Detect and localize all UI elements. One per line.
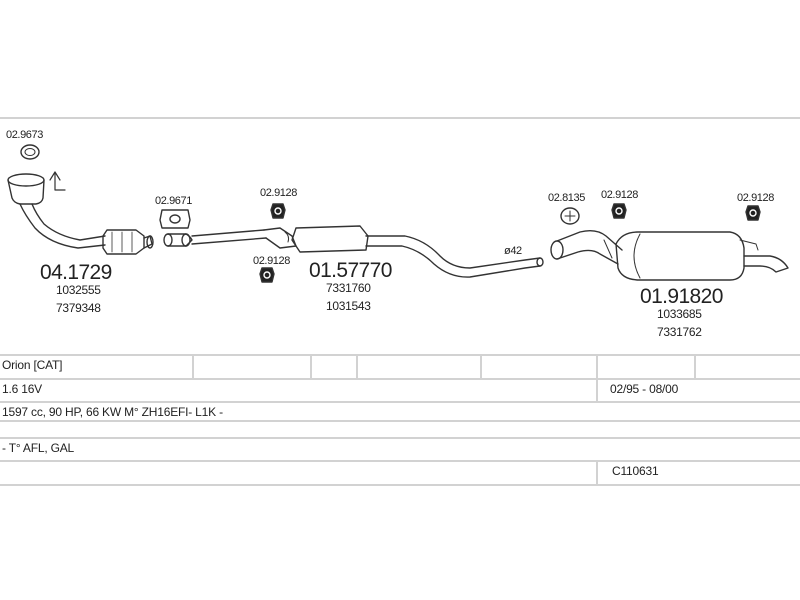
top-border — [0, 117, 800, 119]
pipe-diameter-label: ø42 — [504, 245, 522, 257]
gasket-flange-part — [159, 209, 191, 229]
middle-silencer-part — [263, 225, 544, 278]
notes-cell: - T° AFL, GAL — [2, 441, 75, 455]
front-pipe-part — [7, 173, 154, 255]
spec-cell: 1597 cc, 90 HP, 66 KW M° ZH16EFI- L1K - — [2, 405, 223, 419]
dates-cell: 02/95 - 08/00 — [610, 382, 679, 396]
gasket-ring-part — [20, 144, 40, 160]
rear-silencer-ref-1: 1033685 — [657, 307, 702, 321]
rubber-hanger-part — [270, 203, 286, 219]
connector-pipe-part — [163, 229, 267, 247]
rubber-hanger-part — [745, 205, 761, 221]
front-pipe-ref-2: 7379348 — [56, 301, 101, 315]
hanger-code-label: 02.9128 — [260, 187, 297, 199]
front-pipe-code: 04.1729 — [40, 261, 112, 284]
clamp-part — [560, 207, 580, 225]
direction-arrow-icon — [49, 171, 66, 191]
hanger-code-label: 02.9128 — [737, 192, 774, 204]
clamp-code-label: 02.8135 — [548, 192, 585, 204]
gasket-code-label: 02.9671 — [155, 195, 192, 207]
hanger-code-label: 02.9128 — [253, 255, 290, 267]
rear-silencer-part — [550, 229, 789, 281]
rear-silencer-ref-2: 7331762 — [657, 325, 702, 339]
hanger-code-label: 02.9128 — [601, 189, 638, 201]
middle-silencer-ref-2: 1031543 — [326, 299, 371, 313]
gasket-code-label: 02.9673 — [6, 129, 43, 141]
engine-cell: 1.6 16V — [2, 382, 42, 396]
rubber-hanger-part — [611, 203, 627, 219]
front-pipe-ref-1: 1032555 — [56, 283, 101, 297]
code-cell: C110631 — [612, 464, 659, 478]
middle-silencer-ref-1: 7331760 — [326, 281, 371, 295]
rubber-hanger-part — [259, 267, 275, 283]
rear-silencer-code: 01.91820 — [640, 285, 723, 308]
model-cell: Orion [CAT] — [2, 358, 63, 372]
middle-silencer-code: 01.57770 — [309, 259, 392, 282]
